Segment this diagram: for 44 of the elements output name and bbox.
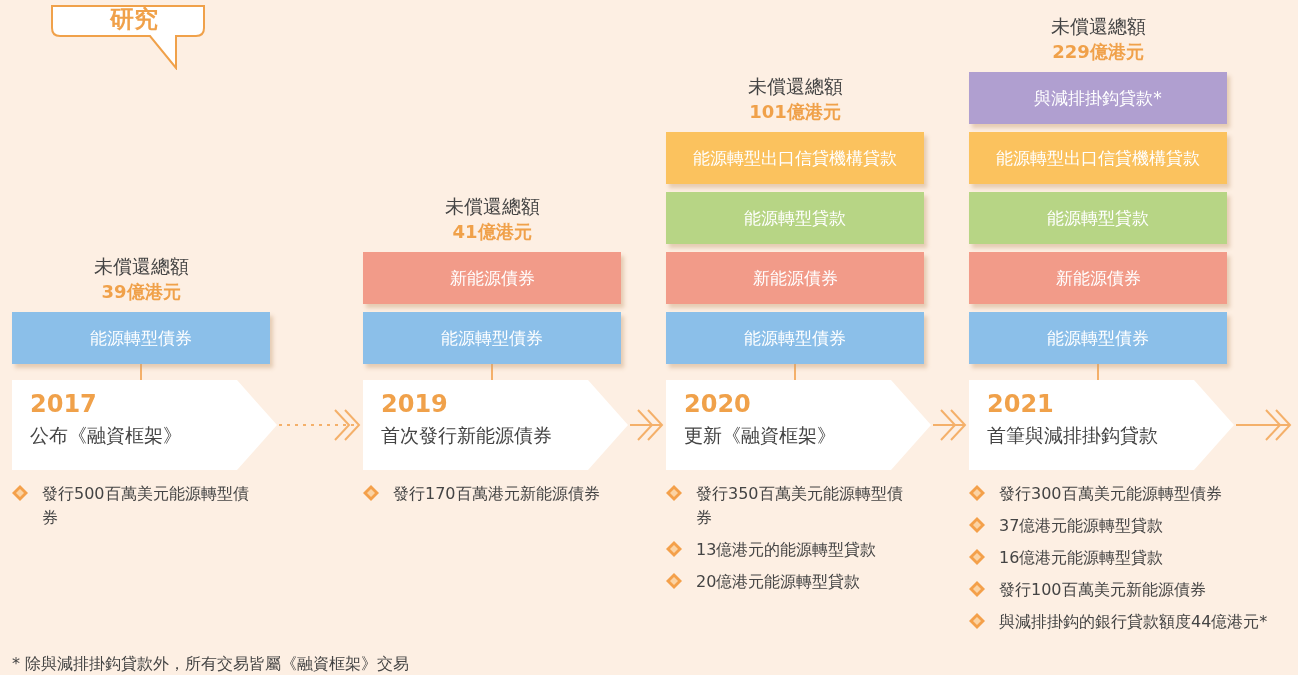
category-bar: 能源轉型債券	[363, 312, 621, 364]
category-bar: 新能源債券	[666, 252, 924, 304]
category-bar: 能源轉型出口信貸機構貸款	[666, 132, 924, 184]
milestone-title: 更新《融資框架》	[684, 423, 836, 448]
category-bar: 能源轉型債券	[12, 312, 270, 364]
footnote: * 除與減排掛鈎貸款外，所有交易皆屬《融資框架》交易	[12, 654, 410, 675]
bullet-text: 37億港元能源轉型貸款	[999, 515, 1164, 537]
year-heading: 2021	[987, 390, 1054, 418]
connector-line	[1097, 363, 1099, 381]
amount-label: 39億港元	[100, 280, 182, 304]
category-bar: 新能源債券	[969, 252, 1227, 304]
category-bar: 新能源債券	[363, 252, 621, 304]
bullet-text: 發行500百萬美元能源轉型債券	[42, 483, 250, 529]
bullet-text: 13億港元的能源轉型貸款	[696, 539, 877, 561]
year-heading: 2019	[381, 390, 448, 418]
total-label: 未償還總額	[746, 74, 844, 99]
bubble-text: 研究	[110, 5, 158, 33]
category-bar: 與減排掛鈎貸款*	[969, 72, 1227, 124]
total-label: 未償還總額	[1049, 14, 1147, 39]
year-heading: 2020	[684, 390, 751, 418]
bullet-text: 發行350百萬美元能源轉型債券	[696, 483, 904, 529]
category-bar: 能源轉型貸款	[666, 192, 924, 244]
amount-label: 101億港元	[748, 100, 842, 124]
bullet-text: 發行100百萬美元新能源債券	[999, 579, 1206, 601]
bullet-text: 與減排掛鈎的銀行貸款額度44億港元*	[999, 611, 1268, 633]
total-label: 未償還總額	[92, 254, 190, 279]
bullet-text: 發行170百萬港元新能源債券	[393, 483, 600, 505]
connector-line	[491, 363, 493, 381]
bullet-text: 16億港元能源轉型貸款	[999, 547, 1164, 569]
bullet-text: 20億港元能源轉型貸款	[696, 571, 861, 593]
milestone-title: 首筆與減排掛鈎貸款	[987, 423, 1158, 448]
category-bar: 能源轉型債券	[969, 312, 1227, 364]
amount-label: 41億港元	[451, 220, 533, 244]
milestone-title: 首次發行新能源債券	[381, 423, 552, 448]
category-bar: 能源轉型出口信貸機構貸款	[969, 132, 1227, 184]
year-heading: 2017	[30, 390, 97, 418]
total-label: 未償還總額	[443, 194, 541, 219]
milestone-title: 公布《融資框架》	[30, 423, 182, 448]
amount-label: 229億港元	[1051, 40, 1145, 64]
category-bar: 能源轉型債券	[666, 312, 924, 364]
connector-line	[140, 363, 142, 381]
category-bar: 能源轉型貸款	[969, 192, 1227, 244]
bullet-text: 發行300百萬美元能源轉型債券	[999, 483, 1222, 505]
connector-line	[794, 363, 796, 381]
